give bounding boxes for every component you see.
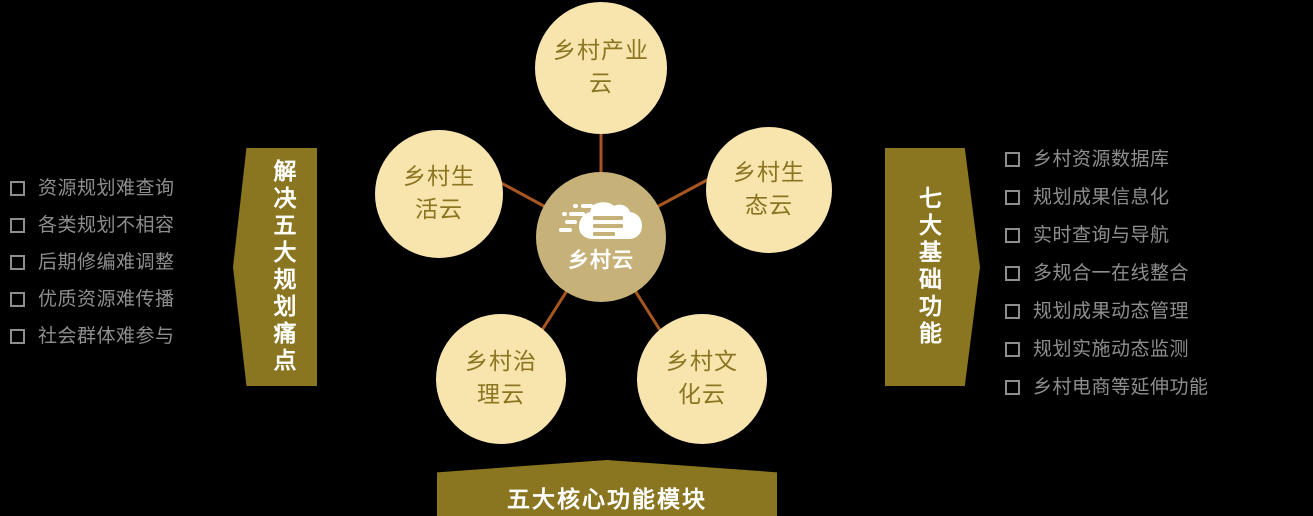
node-label: 乡村产业云 — [553, 37, 649, 97]
core-label: 乡村云 — [568, 247, 634, 272]
list-item: 乡村资源数据库 — [1005, 140, 1305, 178]
node-rural-governance-cloud[interactable]: 乡村治理云 — [436, 314, 566, 444]
list-item-label: 各类规划不相容 — [38, 214, 175, 236]
right-functions-list: 乡村资源数据库 规划成果信息化 实时查询与导航 多规合一在线整合 规划成果动态管… — [1005, 140, 1305, 406]
list-item-label: 规划实施动态监测 — [1033, 337, 1190, 360]
list-item-label: 社会群体难参与 — [38, 325, 175, 347]
list-item: 社会群体难参与 — [10, 318, 225, 355]
left-arrow-banner: 解决五大规划痛点 — [233, 148, 317, 386]
bullet-square-icon — [1005, 189, 1020, 205]
bullet-square-icon — [1005, 265, 1020, 281]
list-item-label: 实时查询与导航 — [1033, 223, 1170, 246]
list-item: 后期修编难调整 — [10, 244, 225, 281]
node-label: 乡村文化云 — [666, 348, 738, 408]
list-item: 规划实施动态监测 — [1005, 330, 1305, 368]
list-item: 多规合一在线整合 — [1005, 254, 1305, 292]
node-rural-life-cloud[interactable]: 乡村生活云 — [375, 130, 503, 258]
left-pain-points-list: 资源规划难查询 各类规划不相容 后期修编难调整 优质资源难传播 社会群体难参与 — [10, 170, 225, 355]
bullet-square-icon — [1005, 379, 1020, 395]
left-arrow-label: 解决五大规划痛点 — [269, 159, 295, 375]
list-item-label: 规划成果信息化 — [1033, 185, 1170, 208]
bottom-banner-label: 五大核心功能模块 — [507, 487, 707, 513]
list-item: 资源规划难查询 — [10, 170, 225, 207]
node-label: 乡村生活云 — [403, 163, 475, 223]
bottom-banner: 五大核心功能模块 — [437, 460, 777, 516]
node-rural-ecology-cloud[interactable]: 乡村生态云 — [706, 127, 832, 253]
node-label: 乡村生态云 — [733, 159, 805, 219]
node-rural-industry-cloud[interactable]: 乡村产业云 — [535, 2, 667, 134]
list-item: 乡村电商等延伸功能 — [1005, 368, 1305, 406]
list-item-label: 多规合一在线整合 — [1033, 261, 1190, 284]
right-arrow-label: 七大基础功能 — [914, 186, 941, 348]
node-label: 乡村治理云 — [465, 348, 537, 408]
bullet-square-icon — [1005, 151, 1020, 167]
list-item: 各类规划不相容 — [10, 207, 225, 244]
list-item: 优质资源难传播 — [10, 281, 225, 318]
list-item-label: 优质资源难传播 — [38, 288, 175, 310]
bullet-square-icon — [10, 329, 25, 344]
cloud-icon — [559, 201, 642, 239]
node-rural-cloud-core[interactable]: 乡村云 — [536, 172, 666, 302]
bullet-square-icon — [10, 292, 25, 307]
bullet-square-icon — [1005, 341, 1020, 357]
bullet-square-icon — [10, 181, 25, 196]
right-arrow-banner: 七大基础功能 — [885, 148, 980, 386]
list-item: 规划成果信息化 — [1005, 178, 1305, 216]
list-item-label: 规划成果动态管理 — [1033, 299, 1190, 322]
list-item: 实时查询与导航 — [1005, 216, 1305, 254]
node-rural-culture-cloud[interactable]: 乡村文化云 — [637, 314, 767, 444]
list-item: 规划成果动态管理 — [1005, 292, 1305, 330]
list-item-label: 资源规划难查询 — [38, 177, 175, 199]
bullet-square-icon — [1005, 303, 1020, 319]
bullet-square-icon — [10, 218, 25, 233]
list-item-label: 乡村电商等延伸功能 — [1033, 375, 1209, 398]
bullet-square-icon — [1005, 227, 1020, 243]
list-item-label: 后期修编难调整 — [38, 251, 175, 273]
bullet-square-icon — [10, 255, 25, 270]
list-item-label: 乡村资源数据库 — [1033, 147, 1170, 170]
